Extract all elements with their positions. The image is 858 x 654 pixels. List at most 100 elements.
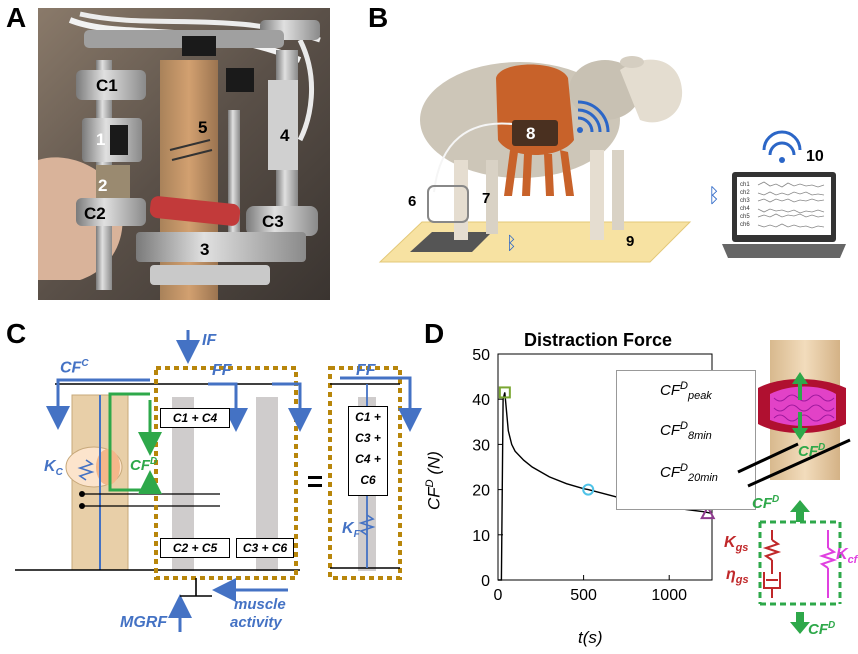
x-tick-label: 500	[570, 587, 597, 604]
eta-gs-base: η	[726, 566, 736, 583]
channel-label: ch3	[740, 198, 750, 204]
box-c1-c3-c4-c6: C1 + C3 + C4 + C6	[348, 406, 388, 496]
chart-xlabel: t(s)	[578, 628, 603, 647]
marker-20min	[700, 505, 716, 520]
cfd-mid-base: CF	[798, 443, 818, 460]
y-tick-label: 30	[472, 437, 490, 454]
model-cfd-bottom: CFD	[808, 620, 835, 638]
panel-label-a: A	[6, 2, 27, 33]
y-tick-label: 10	[472, 528, 490, 545]
model-cfd-mid: CFD	[798, 442, 825, 460]
kf-sub: F	[353, 529, 360, 541]
kgs-base: K	[724, 534, 736, 551]
legend-entry-peak: CFDpeak	[660, 380, 712, 402]
kcf-sub: cf	[847, 554, 858, 567]
marker-8min	[582, 483, 595, 496]
chart-legend	[616, 370, 756, 510]
photo-label-2: 2	[98, 176, 108, 195]
channel-label: ch6	[740, 222, 750, 228]
cf-d-sup: D	[150, 456, 158, 467]
x-tick-label: 0	[494, 587, 503, 604]
label-if: IF	[202, 332, 217, 349]
kf-base: K	[342, 520, 354, 537]
channel-label: ch2	[740, 190, 750, 196]
label-ff-left: FF	[212, 362, 232, 379]
cf-c-base: CF	[60, 359, 82, 377]
photo-label-c1: C1	[96, 76, 118, 95]
cfd-top-sup: D	[772, 494, 780, 505]
box-line: C6	[360, 473, 376, 487]
label-8: 8	[526, 124, 536, 143]
legend-sub: 8min	[687, 430, 712, 442]
label-kgs: Kgs	[724, 534, 748, 554]
photo-label-1: 1	[96, 130, 106, 149]
box-c2-c5: C2 + C5	[160, 538, 230, 558]
box-line: C4 +	[355, 452, 381, 466]
box-c3-c6: C3 + C6	[236, 538, 294, 558]
cfd-bot-sup: D	[828, 620, 836, 631]
channel-list: ch1 ch2 ch3 ch4 ch5 ch6	[740, 181, 750, 229]
panel-label-d: D	[424, 318, 445, 349]
cf-d-base: CF	[130, 457, 150, 474]
legend-sup: D	[680, 380, 688, 392]
y-tick-label: 40	[472, 392, 490, 409]
bluetooth-icon: ᛒ	[506, 233, 517, 254]
legend-entry-20min: CFD20min	[660, 462, 718, 484]
marker-peak	[498, 386, 511, 399]
y-tick-label: 20	[472, 483, 490, 500]
box-c1-c4-label: C1 + C4	[172, 411, 218, 425]
eta-gs-sub: gs	[735, 574, 749, 587]
channel-label: ch1	[740, 182, 750, 188]
bluetooth-icon-laptop: ᛒ	[708, 183, 720, 207]
kcf-base: K	[836, 546, 848, 563]
label-9: 9	[626, 233, 635, 250]
legend-base: CF	[660, 422, 680, 439]
chart-title: Distraction Force	[524, 330, 673, 350]
y-tick-label: 0	[481, 573, 490, 590]
photo-label-c3: C3	[262, 212, 284, 231]
cfd-top-base: CF	[752, 495, 772, 512]
cf-c-sup: C	[81, 358, 89, 369]
label-10: 10	[806, 148, 824, 165]
photo-label-5: 5	[198, 118, 208, 137]
box-c2-c5-label: C2 + C5	[172, 541, 218, 555]
cfd-mid-sup: D	[818, 442, 826, 453]
kgs-sub: gs	[735, 542, 749, 555]
model-cfd-top: CFD	[752, 494, 779, 512]
label-cf-d: CFD	[130, 456, 157, 474]
panel-label-b: B	[368, 2, 389, 33]
photo-label-3: 3	[200, 240, 210, 259]
box-line: C1 +	[355, 410, 381, 424]
legend-sup: D	[680, 462, 688, 474]
label-kcf: Kcf	[836, 546, 857, 566]
label-6: 6	[408, 193, 417, 210]
label-ff-right: FF	[356, 362, 376, 379]
panel-label-c: C	[6, 318, 27, 349]
channel-label: ch4	[740, 206, 750, 212]
muscle-word: muscle	[234, 596, 286, 613]
label-mgrf: MGRF	[120, 614, 168, 631]
label-eta-gs: ηgs	[726, 566, 749, 586]
cfd-bot-base: CF	[808, 621, 828, 638]
legend-base: CF	[660, 464, 680, 481]
box-line: C3 +	[355, 431, 381, 445]
legend-sub: peak	[687, 390, 712, 402]
kc-base: K	[44, 458, 56, 475]
activity-word: activity	[230, 614, 282, 631]
box-c3-c6-label: C3 + C6	[242, 541, 288, 555]
kc-sub: C	[55, 467, 63, 479]
y-tick-label: 50	[472, 347, 490, 364]
legend-entry-8min: CFD8min	[660, 420, 712, 442]
x-tick-label: 1000	[651, 587, 687, 604]
label-muscle-activity: muscle activity	[230, 596, 286, 632]
legend-base: CF	[660, 382, 680, 399]
legend-sub: 20min	[687, 472, 718, 484]
box-c1-c4: C1 + C4	[160, 408, 230, 428]
label-cf-c: CFC	[60, 358, 89, 377]
sensor-mat	[410, 232, 492, 252]
label-kc: KC	[44, 458, 63, 478]
photo-label-c2: C2	[84, 204, 106, 223]
